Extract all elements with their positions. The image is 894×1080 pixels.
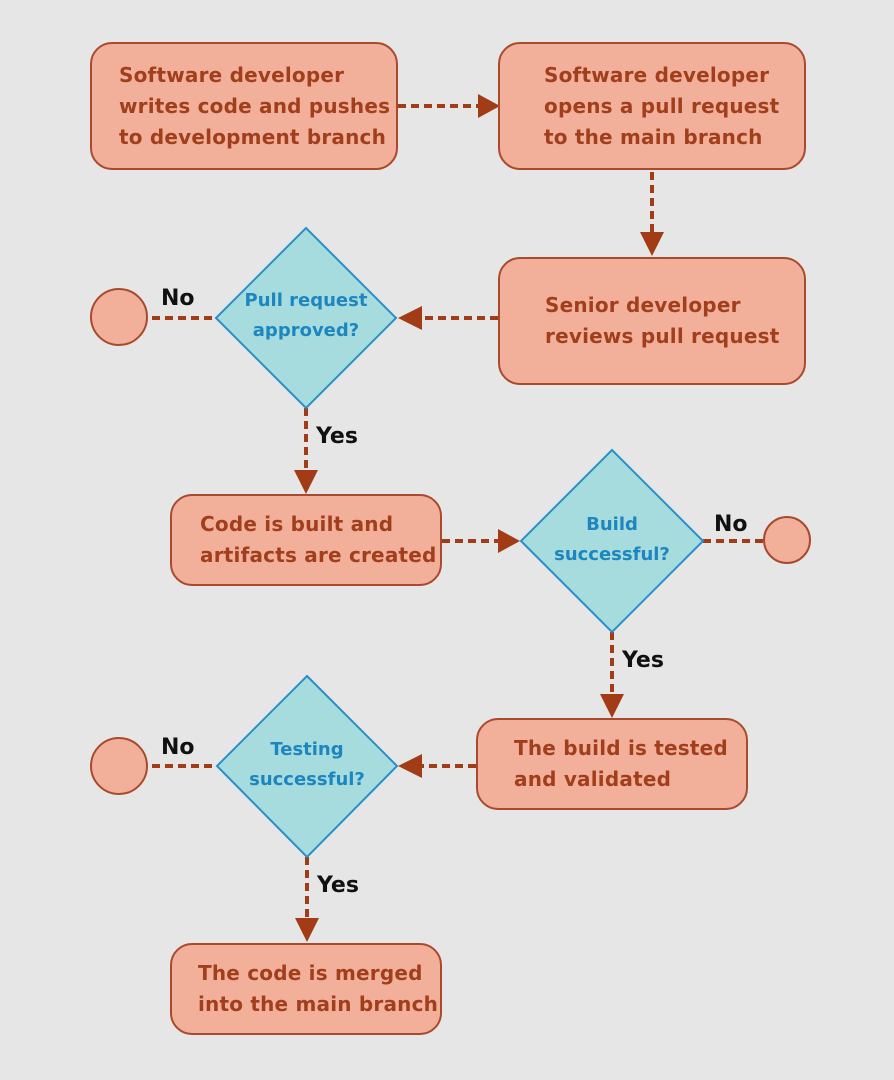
- process-write-code-text: Software developer writes code and pushe…: [119, 62, 391, 149]
- process-build-text: Code is built and artifacts are created: [200, 512, 437, 567]
- arrowhead-left: [398, 306, 422, 330]
- process-review-pull-request-text: Senior developer reviews pull request: [545, 293, 780, 348]
- process-merge: The code is merged into the main branch: [170, 943, 442, 1035]
- arrowhead-down: [640, 232, 664, 256]
- arrowhead-down: [294, 470, 318, 494]
- terminal-testing-failed: [90, 737, 148, 795]
- process-write-code: Software developer writes code and pushe…: [90, 42, 398, 170]
- arrowhead-down: [600, 694, 624, 718]
- decision-build-successful: [519, 448, 705, 634]
- process-review-pull-request: Senior developer reviews pull request: [498, 257, 806, 385]
- label-test-yes: Yes: [317, 873, 359, 898]
- process-test-text: The build is tested and validated: [514, 736, 728, 791]
- terminal-build-failed: [763, 516, 811, 564]
- process-open-pull-request-text: Software developer opens a pull request …: [544, 62, 780, 149]
- label-test-no: No: [161, 735, 195, 760]
- process-merge-text: The code is merged into the main branch: [198, 961, 439, 1016]
- decision-pr-approved: [214, 226, 398, 410]
- process-open-pull-request: Software developer opens a pull request …: [498, 42, 806, 170]
- decision-testing-successful: [215, 674, 399, 859]
- decision-testing-successful-text: Testing successful?: [249, 739, 365, 790]
- decision-pr-approved-text: Pull request approved?: [244, 290, 368, 341]
- label-build-no: No: [714, 512, 748, 537]
- arrowhead-right: [498, 529, 520, 553]
- label-pr-yes: Yes: [316, 424, 358, 449]
- arrowhead-right: [478, 94, 500, 118]
- decision-build-successful-text: Build successful?: [554, 514, 670, 565]
- label-pr-no: No: [161, 286, 195, 311]
- process-build: Code is built and artifacts are created: [170, 494, 442, 586]
- terminal-pr-rejected: [90, 288, 148, 346]
- process-test: The build is tested and validated: [476, 718, 748, 810]
- arrowhead-left: [398, 754, 422, 778]
- label-build-yes: Yes: [622, 648, 664, 673]
- arrowhead-down: [295, 918, 319, 942]
